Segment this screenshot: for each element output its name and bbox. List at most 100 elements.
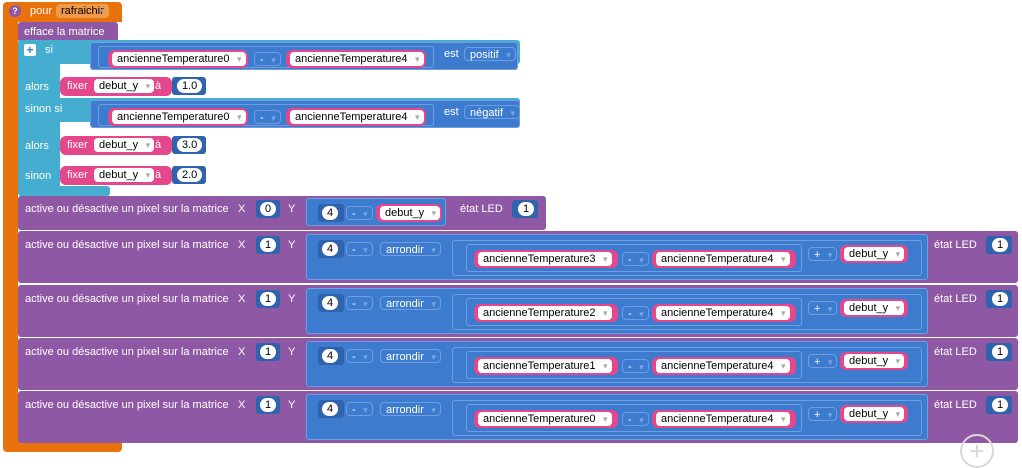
variable-block[interactable]: ancienneTemperature4 [652,357,796,375]
set-label: fixer [67,169,88,181]
variable-dropdown[interactable]: ancienneTemperature0 [112,110,246,124]
operator-dropdown[interactable]: - [622,412,649,427]
x-number-field[interactable]: 1 [260,238,277,252]
operator-dropdown[interactable]: - [254,52,281,67]
led-number-field[interactable]: 1 [992,292,1009,306]
elseif-label: sinon si [25,103,63,115]
variable-block[interactable]: debut_y [840,245,908,263]
variable-block[interactable]: debut_y [840,352,908,370]
test-dropdown[interactable]: négatif [464,105,521,120]
test-dropdown[interactable]: positif [464,47,516,62]
led-number-field[interactable]: 1 [518,202,535,216]
x-number-field[interactable]: 1 [260,345,277,359]
variable-dropdown[interactable]: debut_y [844,354,905,368]
mutator-plus-icon[interactable]: + [24,44,36,56]
variable-dropdown[interactable]: ancienneTemperature2 [478,306,612,320]
led-state-label: état LED [934,293,977,305]
operator-dropdown[interactable]: - [346,206,373,221]
round-dropdown[interactable]: arrondir [380,296,441,311]
round-dropdown[interactable]: arrondir [380,349,441,364]
operator-dropdown[interactable]: + [808,407,838,422]
number-field[interactable]: 4 [322,206,339,220]
led-number-field[interactable]: 1 [992,345,1009,359]
to-label: à [155,169,162,181]
variable-dropdown[interactable]: debut_y [844,301,905,315]
variable-block[interactable]: ancienneTemperature2 [474,304,618,322]
variable-block[interactable]: ancienneTemperature0 [108,108,248,126]
variable-block[interactable]: ancienneTemperature0 [474,410,618,428]
variable-dropdown[interactable]: ancienneTemperature3 [478,252,612,266]
operator-dropdown[interactable]: + [808,354,838,369]
set-pixel-label: active ou désactive un pixel sur la matr… [25,293,229,305]
led-number-field[interactable]: 1 [992,238,1009,252]
variable-block[interactable]: ancienneTemperature4 [286,50,426,68]
number-field[interactable]: 1.0 [177,79,203,93]
variable-dropdown[interactable]: debut_y [94,168,155,182]
variable-dropdown[interactable]: ancienneTemperature4 [656,359,790,373]
x-label: X [238,399,246,411]
operator-dropdown[interactable]: - [346,242,373,257]
variable-dropdown[interactable]: debut_y [380,206,441,220]
set-label: fixer [67,139,88,151]
operator-dropdown[interactable]: - [346,402,373,417]
operator-dropdown[interactable]: - [254,110,281,125]
number-field[interactable]: 4 [322,242,339,256]
operator-dropdown[interactable]: + [808,301,838,316]
variable-dropdown[interactable]: ancienneTemperature4 [656,412,790,426]
operator-dropdown[interactable]: - [346,296,373,311]
x-number-field[interactable]: 0 [260,202,277,216]
est-label: est [444,106,459,118]
variable-block[interactable]: ancienneTemperature0 [108,50,248,68]
variable-block[interactable]: debut_y [840,299,908,317]
led-state-label: état LED [934,346,977,358]
operator-dropdown[interactable]: - [346,349,373,364]
if-label: si [45,44,53,56]
variable-block[interactable]: debut_y [840,405,908,423]
led-number-field[interactable]: 1 [992,398,1009,412]
number-field[interactable]: 2.0 [177,168,203,182]
variable-block[interactable]: ancienneTemperature4 [652,410,796,428]
variable-dropdown[interactable]: debut_y [844,407,905,421]
help-icon[interactable]: ? [9,5,21,17]
variable-dropdown[interactable]: ancienneTemperature0 [112,52,246,66]
variable-block[interactable]: debut_y [376,204,442,222]
round-dropdown[interactable]: arrondir [380,242,441,257]
else-label: sinon [25,170,52,182]
x-number-field[interactable]: 1 [260,398,277,412]
clear-matrix-block[interactable] [18,22,118,42]
variable-block[interactable]: ancienneTemperature4 [652,304,796,322]
variable-dropdown[interactable]: ancienneTemperature1 [478,359,612,373]
variable-dropdown[interactable]: ancienneTemperature4 [290,52,424,66]
variable-block[interactable]: ancienneTemperature1 [474,357,618,375]
led-state-label: état LED [934,239,977,251]
operator-dropdown[interactable]: - [622,252,649,267]
set-pixel-block[interactable] [18,196,546,230]
number-field[interactable]: 4 [322,402,339,416]
led-state-label: état LED [934,399,977,411]
to-label: à [155,139,162,151]
round-dropdown[interactable]: arrondir [380,402,441,417]
operator-dropdown[interactable]: + [808,247,838,262]
variable-dropdown[interactable]: debut_y [94,79,155,93]
variable-dropdown[interactable]: ancienneTemperature4 [656,252,790,266]
led-state-label: état LED [460,203,503,215]
variable-dropdown[interactable]: debut_y [94,138,155,152]
number-field[interactable]: 4 [322,296,339,310]
x-number-field[interactable]: 1 [260,292,277,306]
variable-block[interactable]: ancienneTemperature4 [286,108,426,126]
variable-block[interactable]: ancienneTemperature3 [474,250,618,268]
then-label-1: alors [25,81,49,93]
variable-dropdown[interactable]: ancienneTemperature0 [478,412,612,426]
variable-dropdown[interactable]: ancienneTemperature4 [290,110,424,124]
y-label: Y [288,203,296,215]
variable-block[interactable]: ancienneTemperature4 [652,250,796,268]
operator-dropdown[interactable]: - [622,306,649,321]
procedure-name-field[interactable]: rafraichir [56,4,109,18]
variable-dropdown[interactable]: ancienneTemperature4 [656,306,790,320]
number-field[interactable]: 4 [322,349,339,363]
y-label: Y [288,346,296,358]
variable-dropdown[interactable]: debut_y [844,247,905,261]
zoom-in-icon[interactable]: + [960,434,994,468]
number-field[interactable]: 3.0 [177,138,203,152]
operator-dropdown[interactable]: - [622,359,649,374]
